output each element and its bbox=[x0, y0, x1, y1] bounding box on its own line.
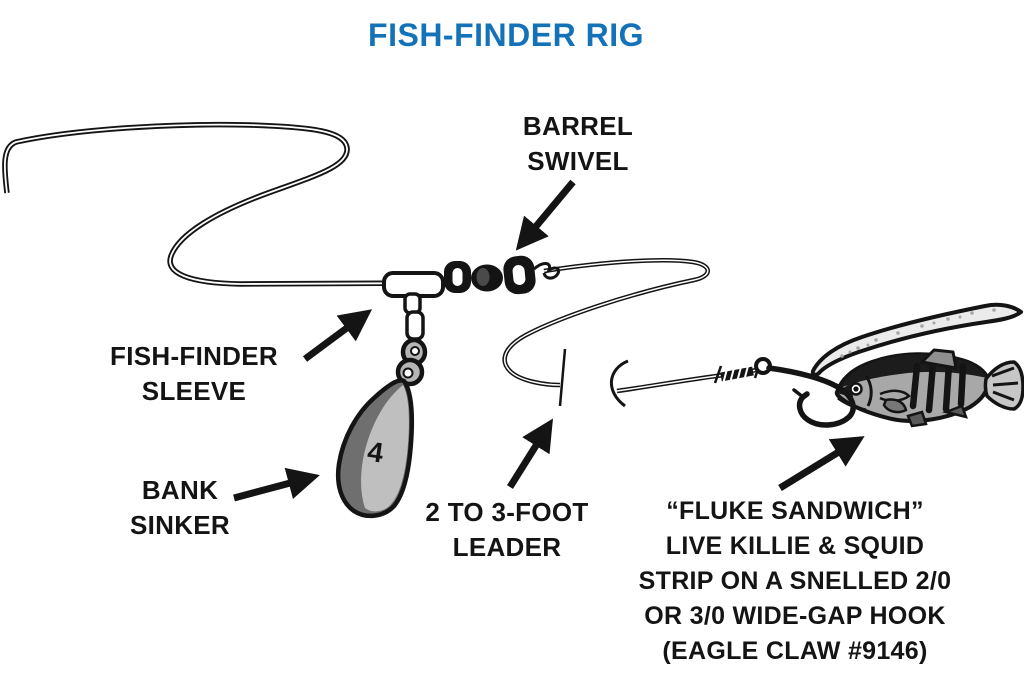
leader-line bbox=[502, 258, 761, 408]
bank-sinker-label: BANK SINKER bbox=[129, 475, 231, 540]
squid-strip bbox=[810, 302, 1023, 377]
wide-gap-hook bbox=[754, 357, 856, 428]
barrel-swivel bbox=[444, 255, 561, 295]
fish-anal-fin bbox=[941, 404, 968, 419]
swivel-wire-loop bbox=[533, 262, 561, 280]
pointer-arrows bbox=[233, 179, 865, 502]
barrel-swivel-arrow bbox=[515, 179, 576, 251]
bank-sinker-arrow bbox=[233, 467, 320, 502]
snap-link bbox=[395, 292, 428, 387]
fish-stripes bbox=[909, 360, 967, 414]
sinker-weight-marking: 4 bbox=[366, 436, 386, 469]
snell-knot bbox=[713, 362, 762, 385]
fish-finder-sleeve-label: FISH-FINDER SLEEVE bbox=[110, 341, 278, 406]
fish-tail-streaks bbox=[991, 366, 1019, 402]
fluke-sandwich-arrow bbox=[778, 436, 865, 491]
squid-strip-speckles bbox=[840, 308, 996, 358]
bank-sinker: 4 bbox=[336, 378, 415, 519]
hook-barb bbox=[792, 388, 805, 399]
diagram-title: FISH-FINDER RIG bbox=[368, 17, 644, 53]
barrel-swivel-label: BARREL SWIVEL bbox=[522, 111, 634, 176]
line-break-curl bbox=[609, 359, 629, 408]
fluke-sandwich-label: “FLUKE SANDWICH” LIVE KILLIE & SQUID STR… bbox=[638, 497, 952, 665]
line-break-tick bbox=[558, 348, 567, 407]
main-line bbox=[2, 121, 447, 287]
fish-dorsal-fin bbox=[920, 348, 958, 370]
fish-pupil bbox=[853, 386, 859, 392]
killie-baitfish bbox=[834, 348, 1024, 428]
leader-arrow bbox=[507, 418, 553, 489]
fish-finder-sleeve-arrow bbox=[302, 309, 373, 362]
fish-pectoral-fin bbox=[882, 398, 908, 414]
fish-pelvic-fin bbox=[906, 410, 928, 428]
leader-label: 2 TO 3-FOOT LEADER bbox=[425, 497, 589, 562]
fish-gill-line bbox=[864, 375, 873, 407]
